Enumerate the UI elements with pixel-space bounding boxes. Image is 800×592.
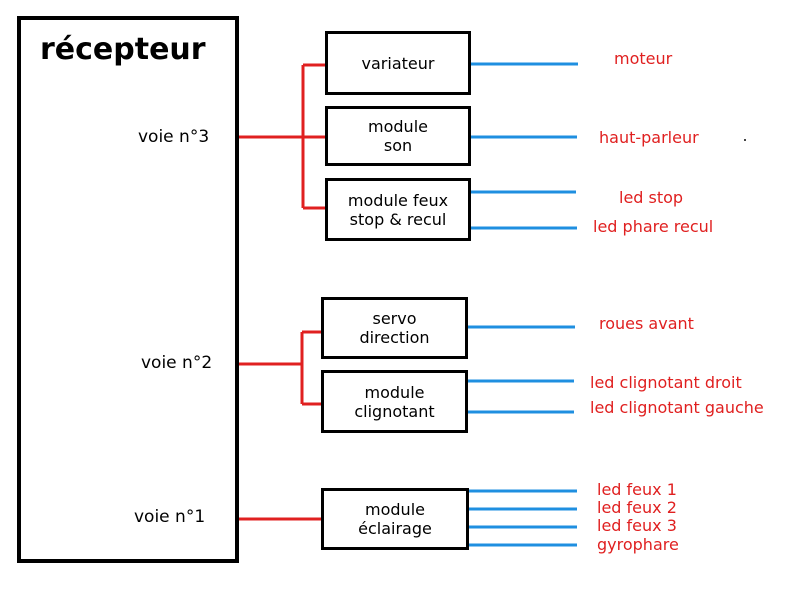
output-led-feux-3: led feux 3 (597, 516, 677, 535)
module-servo-direction: servo direction (321, 297, 468, 359)
output-roues-avant: roues avant (599, 314, 694, 333)
output-led-feux-2: led feux 2 (597, 498, 677, 517)
receiver-box (17, 16, 239, 563)
output-led-stop: led stop (619, 188, 684, 207)
output-haut-parleur: haut-parleur (599, 128, 699, 147)
output-moteur: moteur (614, 49, 673, 68)
module-servo-label-1: servo (372, 309, 417, 328)
module-feux-label-1: module feux (347, 190, 449, 210)
stray-dot (744, 139, 746, 141)
module-son: module son (325, 106, 471, 166)
module-son-label-2: son (383, 136, 413, 155)
output-led-clignotant-droit: led clignotant droit (590, 373, 742, 392)
channel-voie-3: voie n°3 (138, 127, 210, 147)
receiver-title: récepteur (40, 32, 206, 67)
module-eclairage-label-1: module (365, 500, 425, 519)
module-feux-stop-recul: module feux stop & recul (325, 178, 471, 241)
module-variateur-label: variateur (361, 53, 435, 73)
module-eclairage: module éclairage (321, 488, 469, 550)
channel-voie-2: voie n°2 (141, 353, 213, 373)
module-clignotant: module clignotant (321, 370, 468, 433)
module-clignotant-label-2: clignotant (354, 401, 435, 421)
output-led-clignotant-gauche: led clignotant gauche (590, 398, 764, 417)
module-variateur: variateur (325, 31, 471, 95)
module-feux-label-2: stop & recul (349, 209, 447, 229)
module-clignotant-label-1: module (364, 382, 425, 402)
module-servo-label-2: direction (359, 328, 430, 347)
output-gyrophare: gyrophare (597, 535, 679, 554)
module-son-label-1: module (368, 117, 428, 136)
module-eclairage-label-2: éclairage (358, 519, 432, 538)
output-led-feux-1: led feux 1 (597, 480, 677, 499)
output-led-phare-recul: led phare recul (593, 217, 714, 236)
channel-voie-1: voie n°1 (134, 507, 206, 527)
